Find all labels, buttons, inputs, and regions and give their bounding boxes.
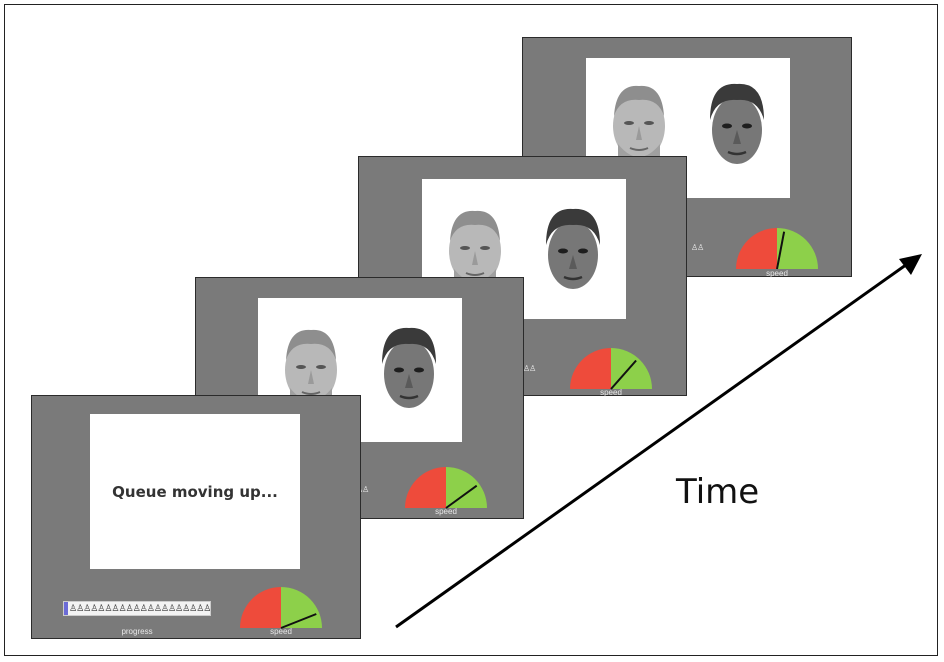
progress-bar: ♙♙♙♙♙♙♙♙♙♙♙♙♙♙♙♙♙♙♙♙	[63, 601, 211, 616]
gauge-slow-zone	[570, 348, 611, 389]
gauge-fast-zone	[281, 587, 322, 628]
message-screen: Queue moving up...	[90, 414, 300, 569]
progress-label: progress	[121, 627, 153, 636]
speed-label: speed	[766, 269, 788, 278]
gauge-needle	[280, 613, 317, 629]
face-screen	[422, 179, 626, 319]
gauge-needle	[610, 359, 637, 390]
gauge-needle	[445, 484, 478, 509]
dark-haired-male-face	[546, 208, 600, 289]
gauge-fast-zone	[777, 228, 818, 269]
time-label: Time	[676, 472, 760, 512]
speed-label: speed	[270, 627, 292, 636]
dark-haired-male-face	[382, 327, 436, 408]
progress-icons-partial: ♙♙	[691, 243, 704, 252]
trial-panel-1: Queue moving up... ♙♙♙♙♙♙♙♙♙♙♙♙♙♙♙♙♙♙♙♙ …	[31, 395, 361, 639]
gauge-needle	[776, 231, 786, 270]
speed-gauge	[570, 348, 652, 390]
queue-people-icons: ♙♙♙♙♙♙♙♙♙♙♙♙♙♙♙♙♙♙♙♙	[69, 604, 211, 614]
progress-fill	[64, 602, 69, 615]
gauge-slow-zone	[736, 228, 777, 269]
gauge-slow-zone	[405, 467, 446, 508]
speed-gauge	[240, 587, 322, 629]
speed-gauge	[736, 228, 818, 270]
figure-border	[4, 4, 938, 656]
progress-icons-partial: ♙♙	[356, 485, 369, 494]
dark-haired-male-face	[710, 83, 764, 164]
queue-message: Queue moving up...	[112, 482, 278, 501]
speed-gauge	[405, 467, 487, 509]
speed-label: speed	[600, 388, 622, 397]
speed-label: speed	[435, 507, 457, 516]
gauge-fast-zone	[446, 467, 487, 508]
gauge-slow-zone	[240, 587, 281, 628]
progress-icons-partial: ♙♙	[523, 364, 536, 373]
